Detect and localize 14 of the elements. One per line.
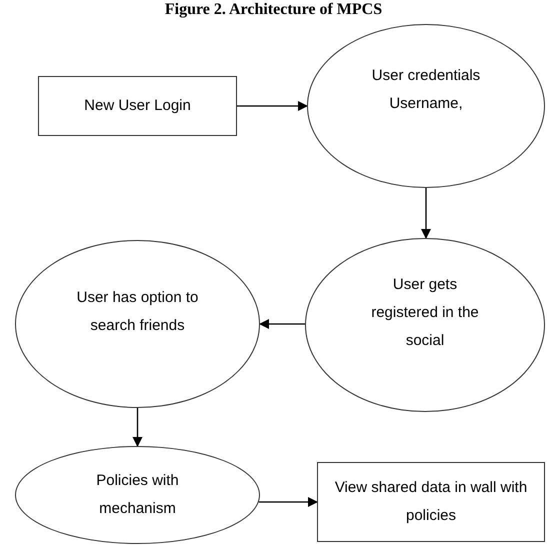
arrow — [259, 319, 305, 329]
node-text: New User Login — [84, 96, 191, 116]
process-box — [317, 462, 545, 542]
node-text: User has option to search friends — [76, 288, 200, 336]
arrow — [132, 408, 142, 447]
arrow — [237, 101, 308, 111]
arrow — [421, 188, 431, 239]
process-box — [38, 76, 237, 136]
node-text: User gets registered in the social — [370, 275, 480, 351]
node-text: View shared data in wall with policies — [334, 478, 528, 526]
node-text: Policies with mechanism — [95, 471, 180, 519]
arrow — [258, 497, 318, 507]
node-text: User credentials Username, — [370, 66, 482, 114]
figure-title: Figure 2. Architecture of MPCS — [164, 0, 384, 20]
